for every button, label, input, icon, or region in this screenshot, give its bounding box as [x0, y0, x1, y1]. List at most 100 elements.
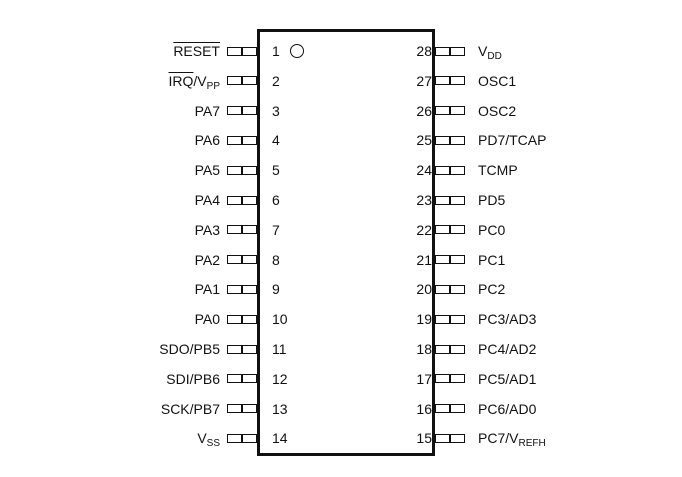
pin-number: 25: [416, 132, 432, 149]
pin-lead-divider: [241, 165, 243, 175]
pin-label-part: PC3/AD3: [478, 311, 537, 328]
pin-lead: [435, 255, 465, 265]
pin-label-part: TCMP: [478, 162, 518, 179]
pin-lead: [227, 106, 257, 116]
pin-label: SDO/PB5: [159, 341, 220, 357]
pin-lead: [435, 344, 465, 354]
pin-label-part: PA0: [194, 311, 220, 328]
pin-number: 12: [272, 370, 288, 387]
pin-label-part: PC4/AD2: [478, 341, 537, 357]
pin-lead-divider: [241, 225, 243, 235]
pin-number: 24: [416, 162, 432, 179]
pin-label-part: PC6/AD0: [478, 400, 537, 417]
pin-number: 13: [272, 400, 288, 417]
pin-label: PA0: [195, 311, 220, 327]
pin-number: 15: [416, 430, 432, 447]
pin-lead-divider: [241, 374, 243, 384]
pin-lead: [227, 404, 257, 414]
pin-label: PA5: [195, 162, 220, 178]
pin-label-part: /V: [193, 72, 207, 89]
pin-lead-divider: [449, 225, 451, 235]
pin-lead-divider: [241, 255, 243, 265]
pin-label-part: V: [197, 430, 207, 447]
pin-label-part: SCK/PB7: [160, 400, 220, 417]
pin-label: PD7/TCAP: [478, 132, 546, 148]
pin-label: PA7: [195, 103, 220, 119]
pin-label: PC1: [478, 252, 505, 268]
pin-label: RESET: [173, 43, 220, 59]
pin-label-part: V: [478, 43, 488, 59]
pin-label-part: OSC1: [478, 72, 517, 89]
pin-number: 16: [416, 400, 432, 417]
pin-lead-divider: [449, 404, 451, 414]
pin-lead-divider: [449, 255, 451, 265]
pin-label: PD5: [478, 192, 505, 208]
pin-label: PC6/AD0: [478, 401, 536, 417]
pin-number: 22: [416, 221, 432, 238]
pin-label-part: PC1: [478, 251, 506, 268]
pin-lead-divider: [241, 106, 243, 116]
pin-label: VSS: [197, 430, 220, 449]
pin-lead-divider: [241, 404, 243, 414]
pin-label-part: OSC2: [478, 102, 517, 119]
pin-number: 27: [416, 72, 432, 89]
pin-label: PC2: [478, 281, 505, 297]
pin-lead: [435, 76, 465, 86]
pin-lead: [227, 46, 257, 56]
pin-number: 3: [272, 102, 280, 119]
pin-lead-divider: [449, 374, 451, 384]
pin-label: PA4: [195, 192, 220, 208]
pin-label-part: DD: [487, 51, 502, 62]
pin-lead: [435, 46, 465, 56]
pin-label-part: PC5/AD1: [478, 370, 537, 387]
pin-number: 4: [272, 132, 280, 149]
pin-number: 5: [272, 162, 280, 179]
pin-label-part: PD5: [478, 192, 506, 208]
pin-lead: [435, 314, 465, 324]
pin-label: PA3: [195, 222, 220, 238]
pin-lead: [227, 195, 257, 205]
pin-label-part: PA6: [194, 132, 220, 149]
pin-number: 19: [416, 311, 432, 328]
pin-lead: [435, 374, 465, 384]
pin-lead: [435, 404, 465, 414]
pin-label-part: PA4: [194, 192, 220, 208]
pin-number: 17: [416, 370, 432, 387]
pin-lead: [435, 195, 465, 205]
pin-label-part: PA3: [194, 221, 220, 238]
pin-lead-divider: [449, 106, 451, 116]
pin-lead: [227, 344, 257, 354]
chip-body: [257, 29, 435, 456]
pin-lead-divider: [241, 433, 243, 443]
pin-number: 23: [416, 192, 432, 208]
pin-lead-divider: [449, 433, 451, 443]
pin-number: 11: [272, 341, 287, 357]
pin-label: PC0: [478, 222, 505, 238]
pin-lead-divider: [449, 284, 451, 294]
pin-label-part: REFH: [518, 438, 546, 450]
pin-lead-divider: [241, 284, 243, 294]
pin-number: 2: [272, 72, 280, 89]
pin-lead-divider: [449, 46, 451, 56]
pin-lead: [435, 433, 465, 443]
pin-label: OSC1: [478, 73, 516, 89]
pin-lead-divider: [449, 344, 451, 354]
pin-lead-divider: [449, 76, 451, 86]
pin-number: 18: [416, 341, 432, 357]
pin-lead-divider: [241, 135, 243, 145]
pin-label: PC4/AD2: [478, 341, 536, 357]
pin-label: PC3/AD3: [478, 311, 536, 327]
pin-label-part: PC2: [478, 281, 506, 298]
pin-label: PC7/VREFH: [478, 430, 546, 450]
pin-lead: [227, 76, 257, 86]
pin-label: PA1: [195, 281, 220, 297]
pin-number: 1: [272, 43, 280, 59]
pin-number: 8: [272, 251, 280, 268]
pin-label-part: PA7: [194, 102, 220, 119]
pin-label-part: PP: [206, 80, 220, 92]
pin-label-part: PA2: [194, 251, 220, 268]
pin-lead: [435, 225, 465, 235]
pin-number: 7: [272, 221, 280, 238]
pin-number: 26: [416, 102, 432, 119]
pin-label: IRQ/VPP: [169, 72, 220, 92]
